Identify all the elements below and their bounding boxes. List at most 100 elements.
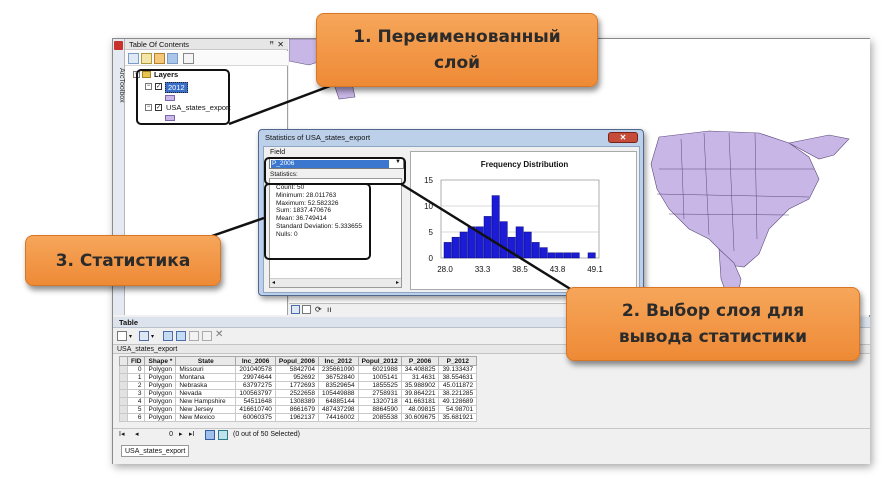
table-cell[interactable]: 63797275 bbox=[235, 381, 276, 390]
arctoolbox-icon[interactable] bbox=[114, 41, 123, 50]
column-header[interactable]: Inc_2012 bbox=[318, 356, 359, 366]
related-tables-icon[interactable] bbox=[139, 331, 149, 341]
table-cell[interactable]: 64885144 bbox=[318, 397, 359, 406]
dropdown-arrow-icon[interactable]: ▾ bbox=[151, 334, 155, 340]
close-button[interactable]: ✕ bbox=[608, 132, 638, 143]
table-cell[interactable]: 35.681921 bbox=[438, 413, 478, 422]
column-header[interactable]: FID bbox=[126, 356, 146, 366]
column-header[interactable]: State bbox=[175, 356, 237, 366]
table-cell[interactable]: 1005141 bbox=[357, 373, 402, 382]
scroll-right-icon[interactable]: ▸ bbox=[395, 280, 399, 286]
table-cell[interactable]: 2 bbox=[126, 381, 146, 390]
table-cell[interactable]: 74416002 bbox=[318, 413, 359, 422]
layer-name-2012[interactable]: 2012 bbox=[165, 82, 188, 93]
column-header[interactable]: Popul_2006 bbox=[274, 356, 320, 366]
show-all-records-icon[interactable] bbox=[205, 430, 215, 440]
clear-selection-icon[interactable] bbox=[189, 331, 199, 341]
table-cell[interactable]: Polygon bbox=[144, 397, 177, 406]
record-position-field[interactable]: 0 bbox=[169, 431, 173, 438]
table-cell[interactable]: 1772693 bbox=[274, 381, 320, 390]
table-cell[interactable]: 8661679 bbox=[274, 405, 320, 414]
layer-symbol-swatch[interactable] bbox=[165, 95, 175, 101]
table-cell[interactable]: 45.011872 bbox=[438, 381, 478, 390]
data-view-icon[interactable] bbox=[302, 305, 311, 314]
table-cell[interactable]: New Mexico bbox=[175, 413, 237, 422]
row-selector[interactable] bbox=[119, 389, 128, 398]
table-cell[interactable]: 3 bbox=[126, 389, 146, 398]
delete-selected-icon[interactable]: ✕ bbox=[215, 329, 224, 340]
table-cell[interactable]: Polygon bbox=[144, 405, 177, 414]
table-cell[interactable]: Polygon bbox=[144, 373, 177, 382]
first-record-icon[interactable]: I◂ bbox=[119, 431, 125, 438]
table-cell[interactable]: 30.609675 bbox=[400, 413, 440, 422]
close-icon[interactable]: ✕ bbox=[277, 40, 284, 49]
table-cell[interactable]: 1320718 bbox=[357, 397, 402, 406]
table-cell[interactable]: 1855525 bbox=[357, 381, 402, 390]
table-cell[interactable]: 1 bbox=[126, 373, 146, 382]
table-cell[interactable]: 2758931 bbox=[357, 389, 402, 398]
collapse-icon[interactable]: − bbox=[145, 83, 152, 90]
layout-view-icon[interactable] bbox=[291, 305, 300, 314]
row-selector[interactable] bbox=[119, 365, 128, 374]
zoom-to-selected-icon[interactable] bbox=[202, 331, 212, 341]
row-selector[interactable] bbox=[119, 405, 128, 414]
table-cell[interactable]: 34.408825 bbox=[400, 365, 440, 374]
table-cell[interactable]: 39.864221 bbox=[400, 389, 440, 398]
row-selector[interactable] bbox=[119, 373, 128, 382]
table-cell[interactable]: 8864590 bbox=[357, 405, 402, 414]
row-selector[interactable] bbox=[119, 381, 128, 390]
list-by-drawing-order-icon[interactable] bbox=[128, 53, 139, 64]
layer-visibility-checkbox[interactable]: ✓ bbox=[155, 83, 162, 90]
field-dropdown-value[interactable]: P_2006 bbox=[271, 160, 389, 168]
table-cell[interactable]: 36752840 bbox=[318, 373, 359, 382]
table-cell[interactable]: Nevada bbox=[175, 389, 237, 398]
table-cell[interactable]: 952692 bbox=[274, 373, 320, 382]
column-header[interactable]: Shape * bbox=[144, 356, 177, 366]
list-by-source-icon[interactable] bbox=[141, 53, 152, 64]
table-cell[interactable]: New Jersey bbox=[175, 405, 237, 414]
collapse-icon[interactable]: − bbox=[145, 104, 152, 111]
table-cell[interactable]: 38.221285 bbox=[438, 389, 478, 398]
column-header[interactable]: P_2012 bbox=[438, 356, 478, 366]
table-cell[interactable]: 6021988 bbox=[357, 365, 402, 374]
table-cell[interactable]: 6 bbox=[126, 413, 146, 422]
previous-record-icon[interactable]: ◂ bbox=[135, 431, 139, 438]
table-cell[interactable]: 48.09815 bbox=[400, 405, 440, 414]
table-cell[interactable]: 1308389 bbox=[274, 397, 320, 406]
table-cell[interactable]: Polygon bbox=[144, 381, 177, 390]
row-selector[interactable] bbox=[119, 397, 128, 406]
column-header[interactable]: Inc_2006 bbox=[235, 356, 276, 366]
table-cell[interactable]: Polygon bbox=[144, 389, 177, 398]
column-header[interactable]: Popul_2012 bbox=[357, 356, 402, 366]
refresh-icon[interactable]: ⟳ bbox=[315, 305, 322, 314]
table-cell[interactable]: 31.4631 bbox=[400, 373, 440, 382]
table-cell[interactable]: 5842704 bbox=[274, 365, 320, 374]
table-cell[interactable]: New Hampshire bbox=[175, 397, 237, 406]
chevron-down-icon[interactable]: ▼ bbox=[395, 159, 401, 165]
table-cell[interactable]: 4 bbox=[126, 397, 146, 406]
horizontal-scrollbar[interactable]: ◂ ▸ bbox=[270, 278, 401, 287]
table-cell[interactable]: 49.128689 bbox=[438, 397, 478, 406]
table-cell[interactable]: 100563797 bbox=[235, 389, 276, 398]
scroll-left-icon[interactable]: ◂ bbox=[272, 280, 276, 286]
table-cell[interactable]: 35.988902 bbox=[400, 381, 440, 390]
layer-name-usa-states-export[interactable]: USA_states_export bbox=[166, 103, 231, 112]
column-header[interactable]: P_2006 bbox=[400, 356, 440, 366]
table-cell[interactable]: 29974644 bbox=[235, 373, 276, 382]
switch-selection-icon[interactable] bbox=[176, 331, 186, 341]
table-cell[interactable]: Nebraska bbox=[175, 381, 237, 390]
table-cell[interactable]: Polygon bbox=[144, 413, 177, 422]
layer-symbol-swatch[interactable] bbox=[165, 115, 175, 121]
table-cell[interactable]: 60060375 bbox=[235, 413, 276, 422]
next-record-icon[interactable]: ▸ bbox=[179, 431, 183, 438]
table-cell[interactable]: 2522658 bbox=[274, 389, 320, 398]
table-cell[interactable]: 235661090 bbox=[318, 365, 359, 374]
table-tab-usa-states-export[interactable]: USA_states_export bbox=[121, 445, 190, 457]
table-cell[interactable]: 54.98701 bbox=[438, 405, 478, 414]
